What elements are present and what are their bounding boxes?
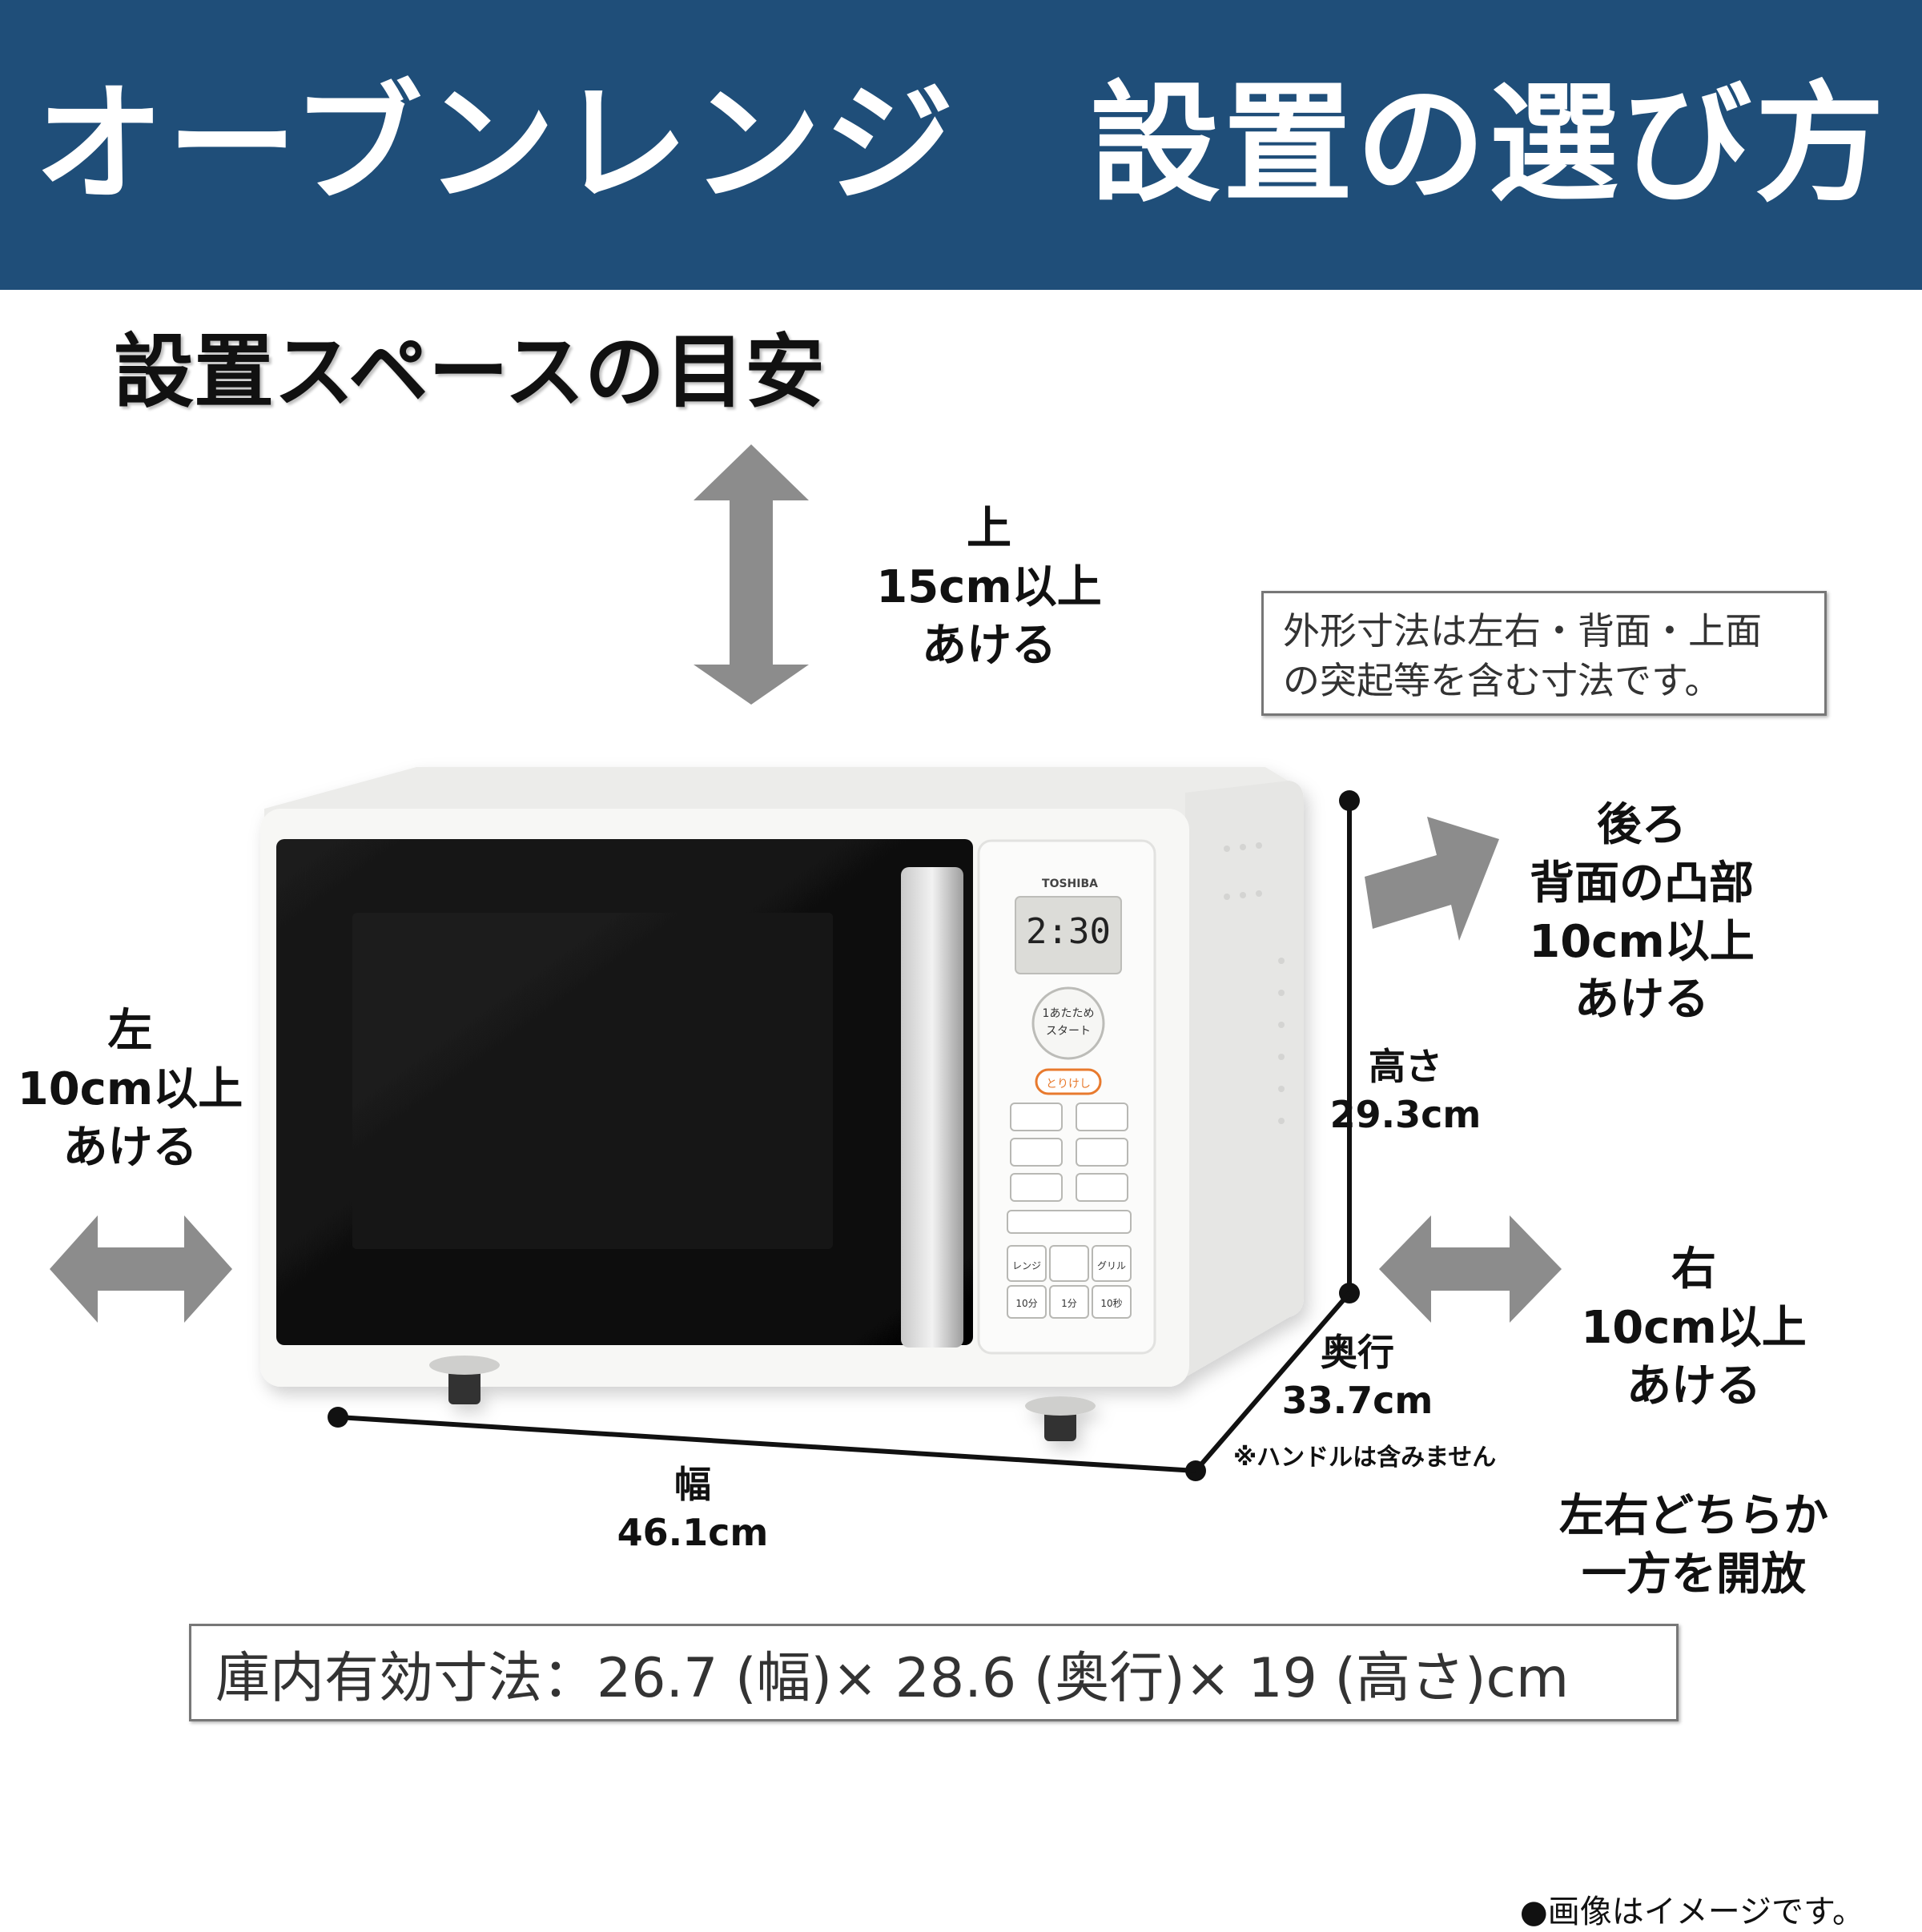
top-clearance-arrow — [694, 444, 809, 705]
right-clearance-arrow — [1379, 1215, 1562, 1323]
warm-start-button-line2: スタート — [1046, 1025, 1091, 1038]
inner-dimensions-text: 庫内有効寸法：26.7 (幅)× 28.6 (奥行)× 19 (高さ)cm — [215, 1646, 1570, 1710]
page-title: オーブンレンジ 設置の選び方 — [34, 70, 1888, 220]
top-clearance-label: 上 15cm以上 あける — [876, 503, 1102, 672]
outline-dimension-note: 外形寸法は左右・背面・上面 の突起等を含む寸法です。 — [1261, 591, 1827, 716]
handle-excluded-note: ※ハンドルは含みません — [1233, 1444, 1497, 1472]
lcd-display: 2:30 — [1026, 911, 1111, 952]
image-disclaimer: ●画像はイメージです。 — [1519, 1894, 1864, 1930]
width-dimension-line — [328, 1407, 1196, 1473]
cancel-button[interactable]: とりけし — [1046, 1078, 1091, 1091]
back-clearance-arrow — [1365, 817, 1499, 941]
range-button[interactable]: レンジ — [1012, 1260, 1041, 1271]
ten-min-button[interactable]: 10分 — [1015, 1298, 1037, 1309]
grill-button[interactable]: グリル — [1097, 1260, 1126, 1271]
warm-start-button[interactable]: 1あたため — [1043, 1007, 1095, 1020]
either-side-open-label: 左右どちらか 一方を開放 — [1559, 1490, 1828, 1601]
ten-sec-button[interactable]: 10秒 — [1100, 1298, 1122, 1309]
left-clearance-label: 左 10cm以上 あける — [17, 1005, 243, 1174]
microwave-oven — [260, 767, 1304, 1441]
height-label: 高さ 29.3cm — [1329, 1045, 1482, 1136]
header-banner: オーブンレンジ 設置の選び方 — [0, 0, 1922, 290]
left-clearance-arrow — [50, 1215, 232, 1323]
right-clearance-label: 右 10cm以上 あける — [1581, 1243, 1807, 1412]
back-clearance-label: 後ろ 背面の凸部 10cm以上 あける — [1529, 799, 1755, 1026]
depth-label: 奥行 33.7cm — [1281, 1331, 1433, 1422]
width-label: 幅 46.1cm — [617, 1463, 769, 1554]
brand-logo: TOSHIBA — [1042, 878, 1098, 890]
one-min-button[interactable]: 1分 — [1061, 1298, 1077, 1309]
inner-dimensions-box: 庫内有効寸法：26.7 (幅)× 28.6 (奥行)× 19 (高さ)cm — [189, 1624, 1679, 1721]
section-title: 設置スペースの目安 — [114, 325, 825, 419]
